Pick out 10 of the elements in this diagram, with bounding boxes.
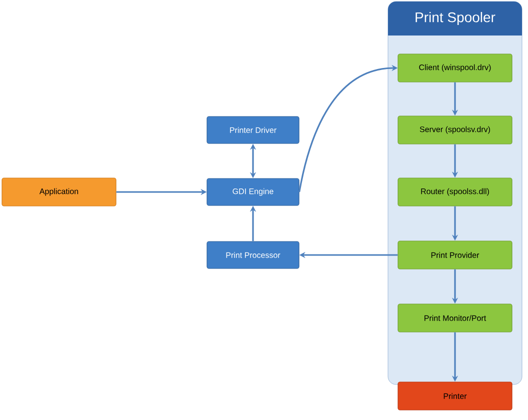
process-box: GDI Engine <box>206 178 300 206</box>
process-box: Printer <box>398 382 512 410</box>
process-box: Printer Driver <box>206 116 300 144</box>
process-box: Print Monitor/Port <box>398 304 512 332</box>
process-box: Server (spoolsv.drv) <box>398 116 512 144</box>
process-box: Router (spoolss.dll) <box>398 178 512 206</box>
process-box: Application <box>2 178 116 206</box>
process-box: Print Processor <box>206 241 300 269</box>
process-box: Client (winspool.drv) <box>398 54 512 82</box>
process-box: Print Provider <box>398 240 512 270</box>
